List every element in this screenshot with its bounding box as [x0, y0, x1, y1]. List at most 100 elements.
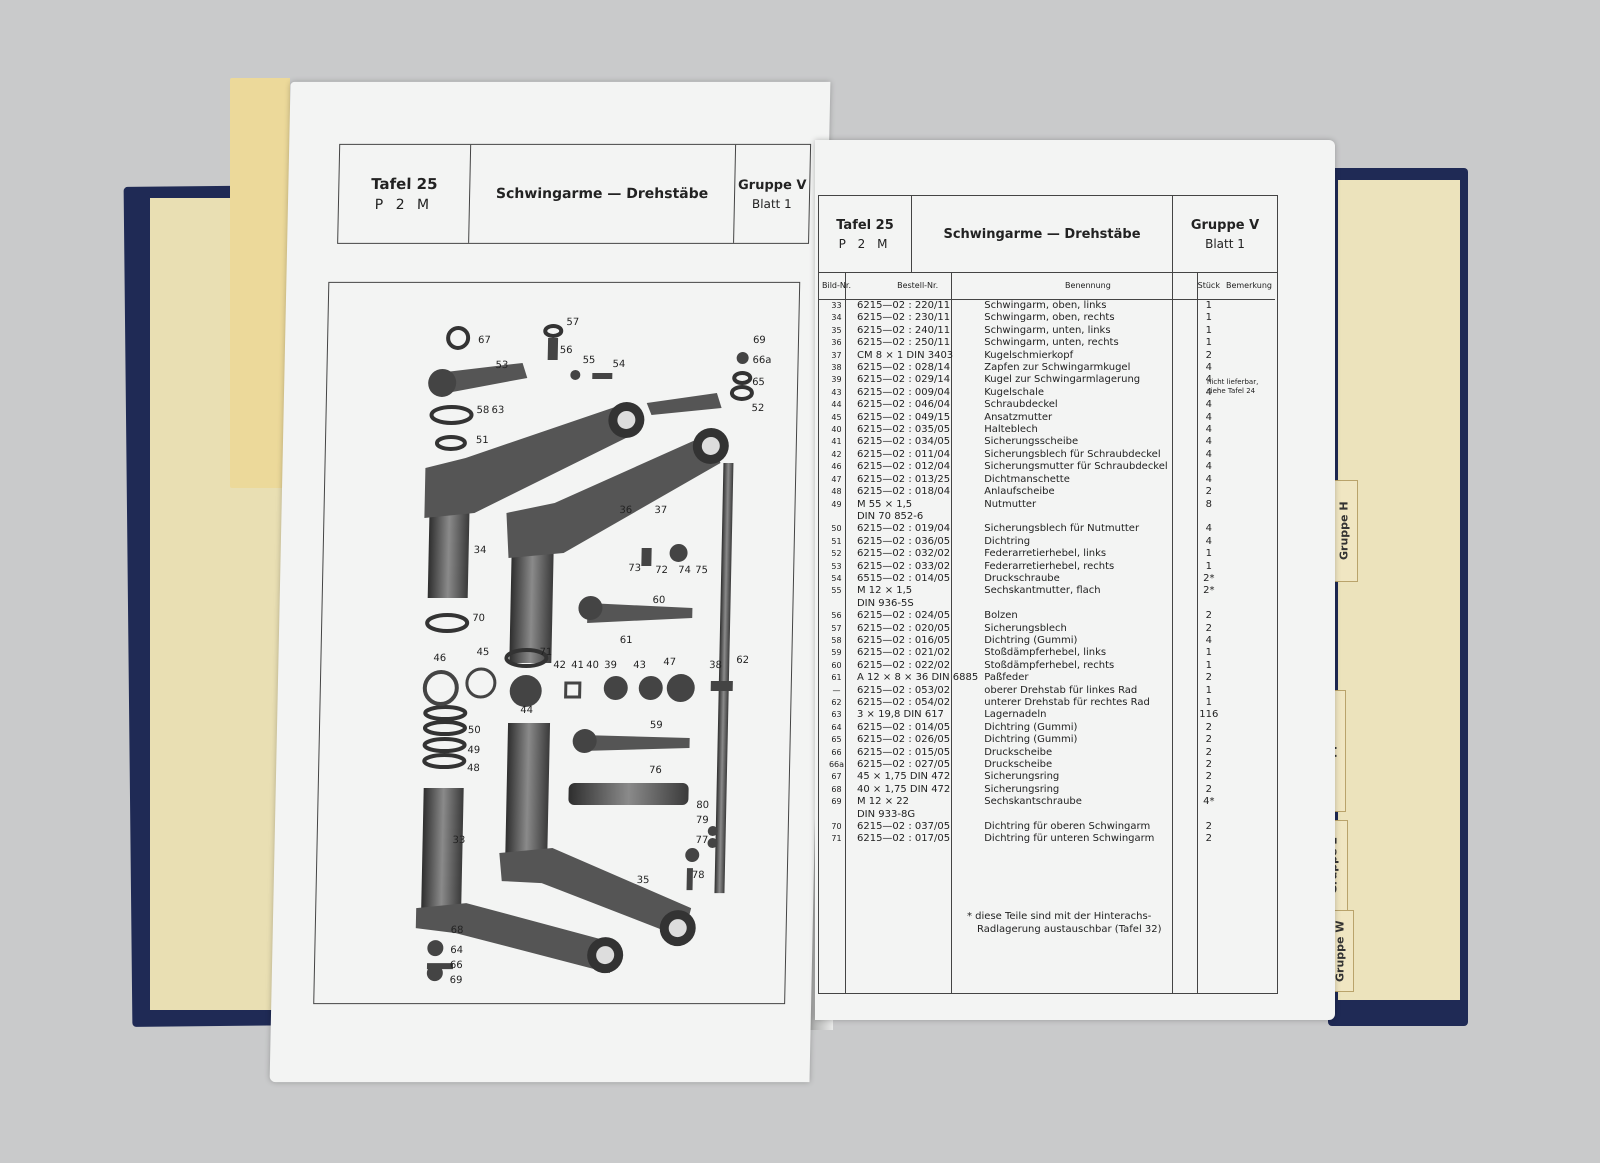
cell-bild-nr: 63	[831, 710, 842, 720]
cell-bestell-nr: 6215—02 : 037/05	[856, 821, 951, 833]
cell-benennung	[981, 598, 1194, 610]
model-code: P 2 M	[838, 236, 892, 251]
table-header-row: Bild-Nr. Bestell-Nr. Benennung Stück Bem…	[819, 273, 1275, 300]
cell-benennung: Sechskantmutter, flach	[984, 585, 1101, 597]
cell-bemerkung	[1223, 461, 1275, 473]
callout: 37	[654, 505, 667, 516]
callout: 57	[566, 317, 579, 328]
cell-stueck: 1	[1205, 560, 1212, 572]
column-rule	[845, 273, 846, 993]
table-row: DIN 936-5S	[819, 598, 1275, 610]
cell-stueck: 2	[1205, 783, 1212, 795]
cell-stueck: 2	[1205, 771, 1212, 783]
callout: 75	[695, 565, 708, 576]
cell-bild-nr: 56	[831, 611, 842, 621]
left-page-header: Tafel 25 P 2 M Schwingarme — Drehstäbe G…	[337, 143, 812, 244]
blatt-label: Blatt 1	[751, 196, 792, 211]
right-page: Tafel 25 P 2 M Schwingarme — Drehstäbe G…	[815, 140, 1335, 1020]
callout: 67	[478, 335, 491, 346]
cell-benennung: Dichtring (Gummi)	[984, 734, 1078, 746]
cell-bild-nr: 40	[831, 425, 842, 435]
callout: 71	[539, 647, 552, 658]
cell-bestell-nr: 6215—02 : 240/11	[856, 324, 951, 336]
lever-52	[646, 392, 722, 415]
cell-bestell-nr: 6215—02 : 035/05	[856, 424, 951, 436]
tab-label: Gruppe W	[1333, 920, 1347, 982]
tafel-cell: Tafel 25 P 2 M	[338, 144, 472, 243]
cell-benennung: Dichtring (Gummi)	[984, 634, 1078, 646]
table-row: DIN 70 852-6	[819, 511, 1275, 523]
footnote-line: Radlagerung austauschbar (Tafel 32)	[977, 924, 1162, 935]
callout: 42	[553, 660, 566, 671]
cell-stueck: 2	[1205, 833, 1212, 845]
cell-bestell-nr: 6215—02 : 024/05	[856, 610, 951, 622]
callout: 76	[649, 765, 662, 776]
cell-benennung: Anlaufscheibe	[984, 486, 1055, 498]
right-page-header: Tafel 25 P 2 M Schwingarme — Drehstäbe G…	[818, 195, 1278, 273]
cell-bestell-nr: 6215—02 : 046/04	[856, 399, 951, 411]
column-rule	[1172, 273, 1173, 993]
cell-bild-nr: 34	[831, 313, 842, 323]
cell-bild-nr: 44	[831, 400, 842, 410]
callout: 78	[692, 870, 705, 881]
cell-benennung: Dichtring (Gummi)	[984, 721, 1078, 733]
cell-bild-nr: 48	[831, 487, 842, 497]
cell-bemerkung	[1223, 784, 1275, 796]
cell-benennung: Sicherungsring	[984, 771, 1060, 783]
callout: 69	[450, 975, 463, 986]
callout: 60	[652, 595, 665, 606]
cell-bemerkung	[1223, 709, 1275, 721]
cell-stueck: 4	[1205, 411, 1212, 423]
cell-bestell-nr: 3 × 19,8 DIN 617	[856, 709, 944, 721]
cell-benennung: Schwingarm, unten, links	[984, 324, 1111, 336]
cell-bestell-nr: 6215—02 : 220/11	[856, 300, 951, 311]
cell-stueck	[1195, 598, 1223, 610]
cell-bestell-nr: CM 8 × 1 DIN 3403	[856, 349, 954, 361]
cell-bemerkung	[1223, 660, 1275, 672]
cell-benennung: Kugelschmierkopf	[984, 349, 1074, 361]
cell-bemerkung	[1223, 573, 1275, 585]
cell-bestell-nr: 6215—02 : 020/05	[856, 622, 951, 634]
cell-bild-nr: 66a	[828, 760, 845, 770]
gruppe-cell: Gruppe V Blatt 1	[734, 145, 810, 243]
cell-bemerkung	[1223, 523, 1275, 535]
cell-bemerkung	[1223, 771, 1275, 783]
cell-bestell-nr: 6515—02 : 014/05	[856, 572, 951, 584]
swing-arm-lower-right	[499, 723, 696, 947]
cell-benennung: Sechskantschraube	[984, 796, 1082, 808]
cell-bestell-nr: 6215—02 : 053/02	[856, 684, 951, 696]
col-benennung: Benennung	[981, 273, 1195, 300]
cell-bestell-nr: 6215—02 : 011/04	[856, 448, 951, 460]
cell-benennung: Bolzen	[984, 610, 1018, 622]
cell-bild-nr: 62	[831, 698, 842, 707]
cell-bestell-nr: 6215—02 : 054/02	[856, 697, 951, 708]
cell-bild-nr: 45	[831, 412, 842, 422]
cell-stueck: 4	[1205, 473, 1212, 485]
callout: 50	[468, 725, 481, 736]
cell-stueck: 2	[1205, 821, 1212, 833]
cell-bemerkung	[1223, 300, 1275, 313]
col-bemerkung: Bemerkung	[1222, 273, 1275, 300]
callout: 33	[452, 835, 465, 846]
cell-bemerkung	[1223, 833, 1275, 845]
cell-bestell-nr: DIN 70 852-6	[856, 510, 924, 522]
cell-stueck: 2*	[1203, 572, 1215, 584]
cell-bestell-nr: 6215—02 : 034/05	[856, 436, 951, 448]
cell-bestell-nr: 6215—02 : 018/04	[856, 486, 951, 498]
cell-bemerkung	[1223, 548, 1275, 560]
cell-benennung: Druckscheibe	[984, 746, 1053, 758]
callout: 63	[491, 405, 504, 416]
callout: 80	[696, 800, 709, 811]
cell-bild-nr: 69	[831, 797, 842, 807]
